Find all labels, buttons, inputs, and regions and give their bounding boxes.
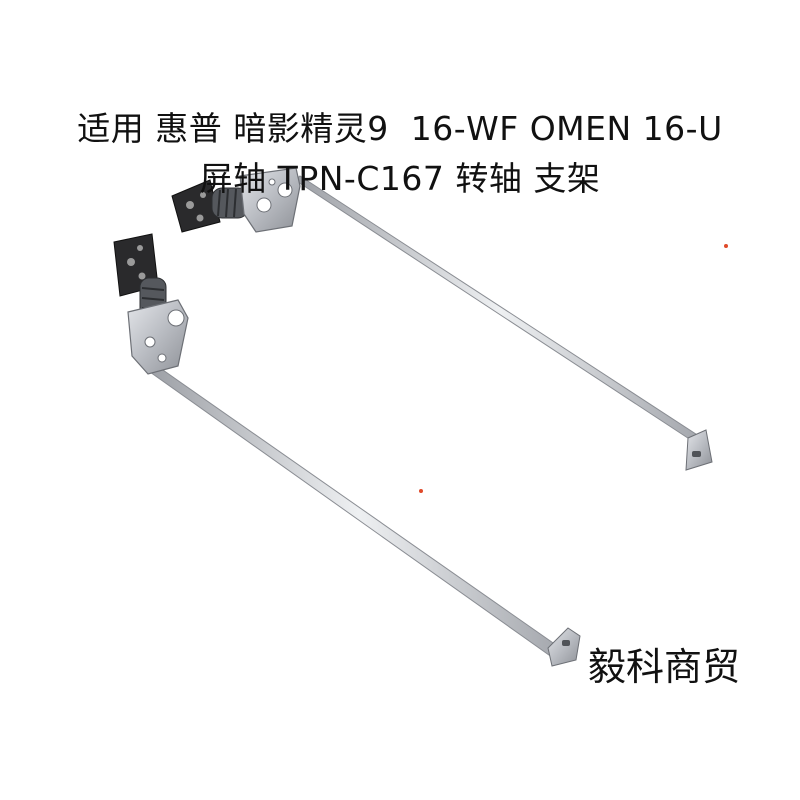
right-hinge-rod [294,175,706,447]
speck [724,244,728,248]
left-hinge [113,233,581,667]
shop-watermark: 毅科商贸 [588,645,741,689]
left-hinge-end-tab [547,627,581,667]
left-hinge-rod [148,367,567,661]
caption-line-1: 适用 惠普 暗影精灵9 16-WF OMEN 16-U [77,109,723,148]
right-hinge [171,167,713,471]
right-hinge-black-plate [171,179,221,233]
speck [419,489,423,493]
caption-line-2: 屏轴 TPN-C167 转轴 支架 [199,159,601,198]
right-hinge-end-tab [685,429,713,471]
